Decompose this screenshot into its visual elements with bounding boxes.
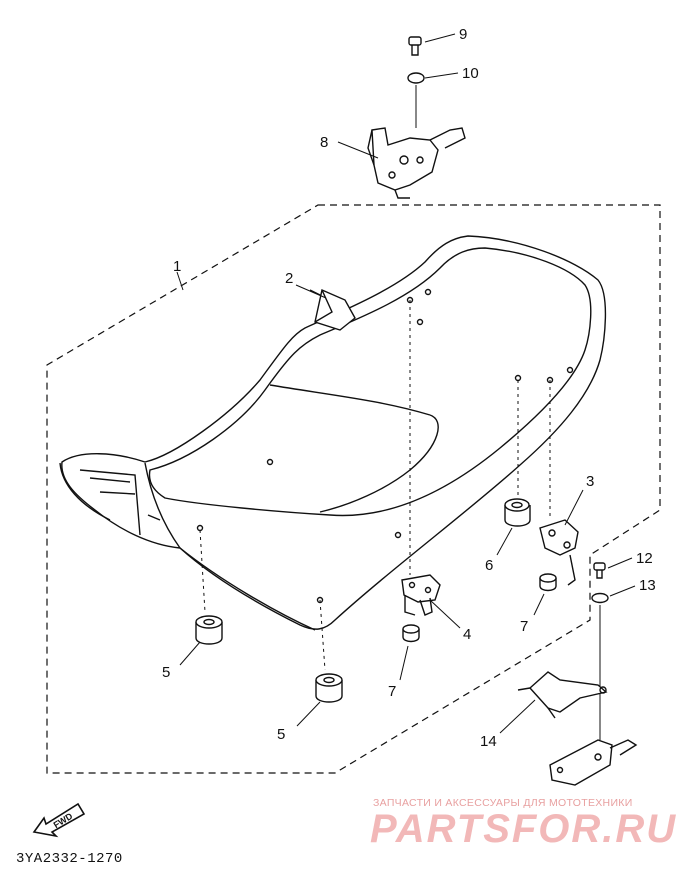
seat-lock-assembly [367, 127, 466, 199]
grommet-part-7-center [402, 624, 420, 643]
callout-4: 4 [463, 626, 471, 643]
watermark-logo: PARTSFOR.RU [370, 807, 678, 851]
damper-part-5-bottom [315, 673, 343, 703]
damper-part-6 [504, 498, 531, 527]
callout-5-bottom: 5 [277, 726, 285, 743]
bracket-part-14 [517, 671, 608, 719]
lower-lock-piece [549, 739, 638, 786]
callout-3: 3 [586, 473, 594, 490]
callout-14: 14 [480, 733, 497, 750]
hook-bracket-part-3 [539, 519, 579, 586]
callout-1: 1 [173, 258, 181, 275]
watermark-tagline: ЗАПЧАСТИ И АКСЕССУАРЫ ДЛЯ МОТОТЕХНИКИ [373, 797, 633, 809]
washer-part-10 [407, 72, 425, 84]
callout-2: 2 [285, 270, 293, 287]
assembly-boundary [46, 204, 661, 774]
hook-part-4 [401, 574, 441, 616]
washer-part-13 [591, 592, 609, 604]
callout-5-left: 5 [162, 664, 170, 681]
callout-7-right: 7 [520, 618, 528, 635]
damper-part-5-left [195, 615, 223, 645]
callout-10: 10 [462, 65, 479, 82]
bolt-part-12 [593, 562, 606, 579]
callout-8: 8 [320, 134, 328, 151]
bolt-part-9 [408, 36, 422, 56]
callout-12: 12 [636, 550, 653, 567]
grommet-part-7-right [539, 573, 557, 592]
callout-6: 6 [485, 557, 493, 574]
callout-9: 9 [459, 26, 467, 43]
seat-label-tag [314, 289, 356, 331]
fwd-arrow-icon: FWD [32, 802, 86, 838]
callout-7-center: 7 [388, 683, 396, 700]
diagram-code: 3YA2332-1270 [16, 851, 123, 867]
callout-13: 13 [639, 577, 656, 594]
